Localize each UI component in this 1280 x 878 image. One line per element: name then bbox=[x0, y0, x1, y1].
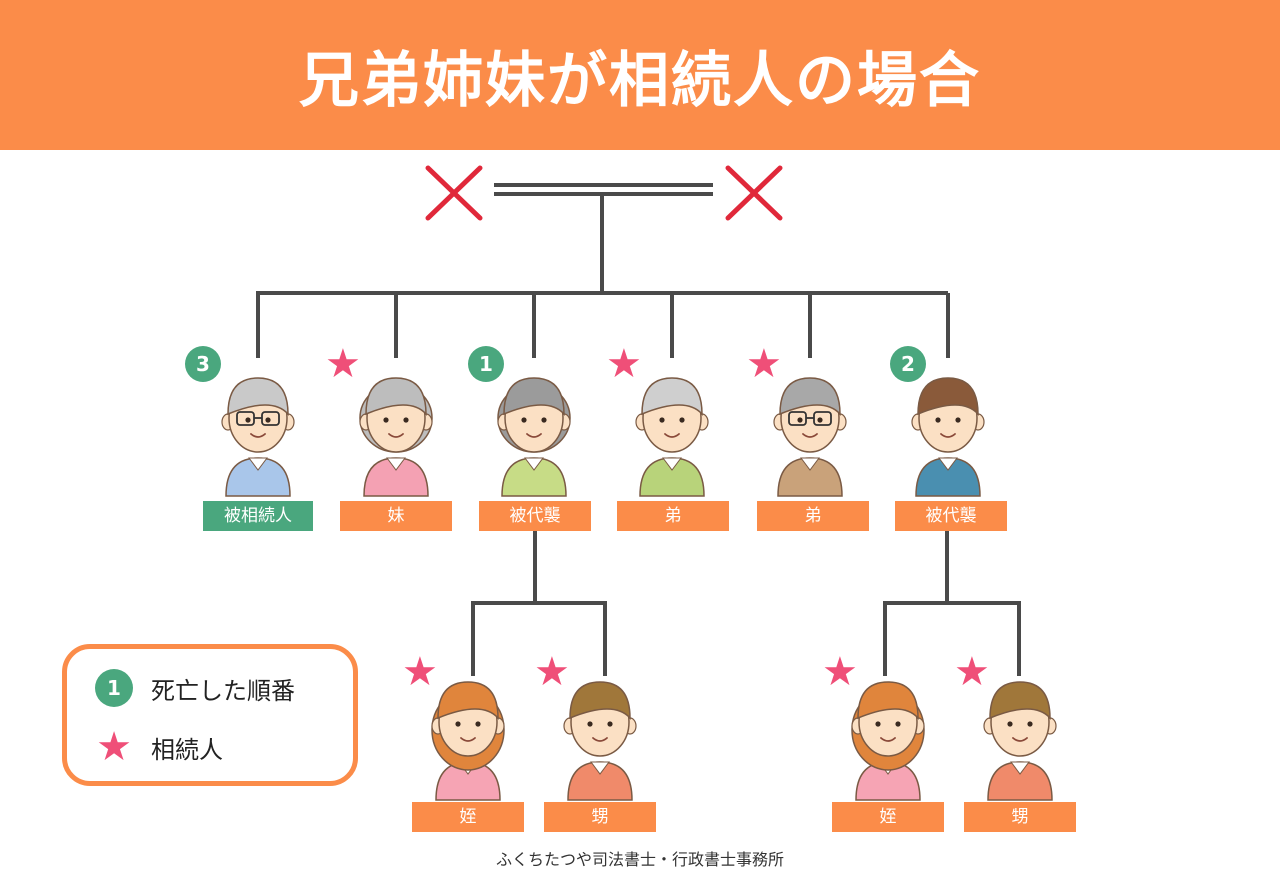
person-young-woman bbox=[851, 681, 925, 801]
sibling-label-younger-brother-1: 弟 bbox=[617, 501, 729, 531]
person-elderly-man-glasses bbox=[221, 377, 295, 497]
order-badge-predeceased-1: 1 bbox=[468, 346, 504, 382]
parent-right-cross-icon bbox=[725, 165, 783, 221]
person-elderly-woman-curly bbox=[497, 377, 571, 497]
legend: 1 死亡した順番 ★ 相続人 bbox=[62, 644, 358, 786]
person-middle-aged-man bbox=[911, 377, 985, 497]
sibling-label-younger-brother-2: 弟 bbox=[757, 501, 869, 531]
heir-star-icon: ★ bbox=[325, 341, 361, 387]
sibling-label-younger-sister: 妹 bbox=[340, 501, 452, 531]
order-badge-predeceased-2: 2 bbox=[890, 346, 926, 382]
child-label-niece-2: 姪 bbox=[832, 802, 944, 832]
page-title: 兄弟姉妹が相続人の場合 bbox=[299, 45, 981, 116]
heir-star-icon: ★ bbox=[534, 649, 570, 695]
legend-badge-text: 死亡した順番 bbox=[151, 676, 295, 705]
heir-star-icon: ★ bbox=[606, 341, 642, 387]
sibling-label-predeceased-2: 被代襲 bbox=[895, 501, 1007, 531]
footer-credit: ふくちたつや司法書士・行政書士事務所 bbox=[495, 850, 784, 869]
sibling-label-predeceased-1: 被代襲 bbox=[479, 501, 591, 531]
heir-star-icon: ★ bbox=[402, 649, 438, 695]
child-label-nephew-2: 甥 bbox=[964, 802, 1076, 832]
legend-row-heir: ★ 相続人 bbox=[95, 727, 223, 767]
tree-lines bbox=[256, 183, 1021, 676]
sibling-label-decedent: 被相続人 bbox=[203, 501, 313, 531]
person-elderly-man-glasses-suit bbox=[773, 377, 847, 497]
parent-left-cross-icon bbox=[425, 165, 483, 221]
heir-star-icon: ★ bbox=[822, 649, 858, 695]
person-elderly-woman bbox=[359, 377, 433, 497]
heir-star-icon: ★ bbox=[954, 649, 990, 695]
person-young-man bbox=[983, 681, 1057, 801]
legend-badge: 1 bbox=[95, 669, 133, 707]
title-banner: 兄弟姉妹が相続人の場合 bbox=[0, 0, 1280, 150]
heir-star-icon: ★ bbox=[746, 341, 782, 387]
person-young-man bbox=[563, 681, 637, 801]
person-young-woman bbox=[431, 681, 505, 801]
child-label-niece-1: 姪 bbox=[412, 802, 524, 832]
child-label-nephew-1: 甥 bbox=[544, 802, 656, 832]
legend-star-icon: ★ bbox=[96, 724, 132, 770]
legend-row-order: 1 死亡した順番 bbox=[95, 669, 295, 707]
legend-star-text: 相続人 bbox=[151, 735, 223, 764]
person-elderly-man bbox=[635, 377, 709, 497]
order-badge-decedent: 3 bbox=[185, 346, 221, 382]
